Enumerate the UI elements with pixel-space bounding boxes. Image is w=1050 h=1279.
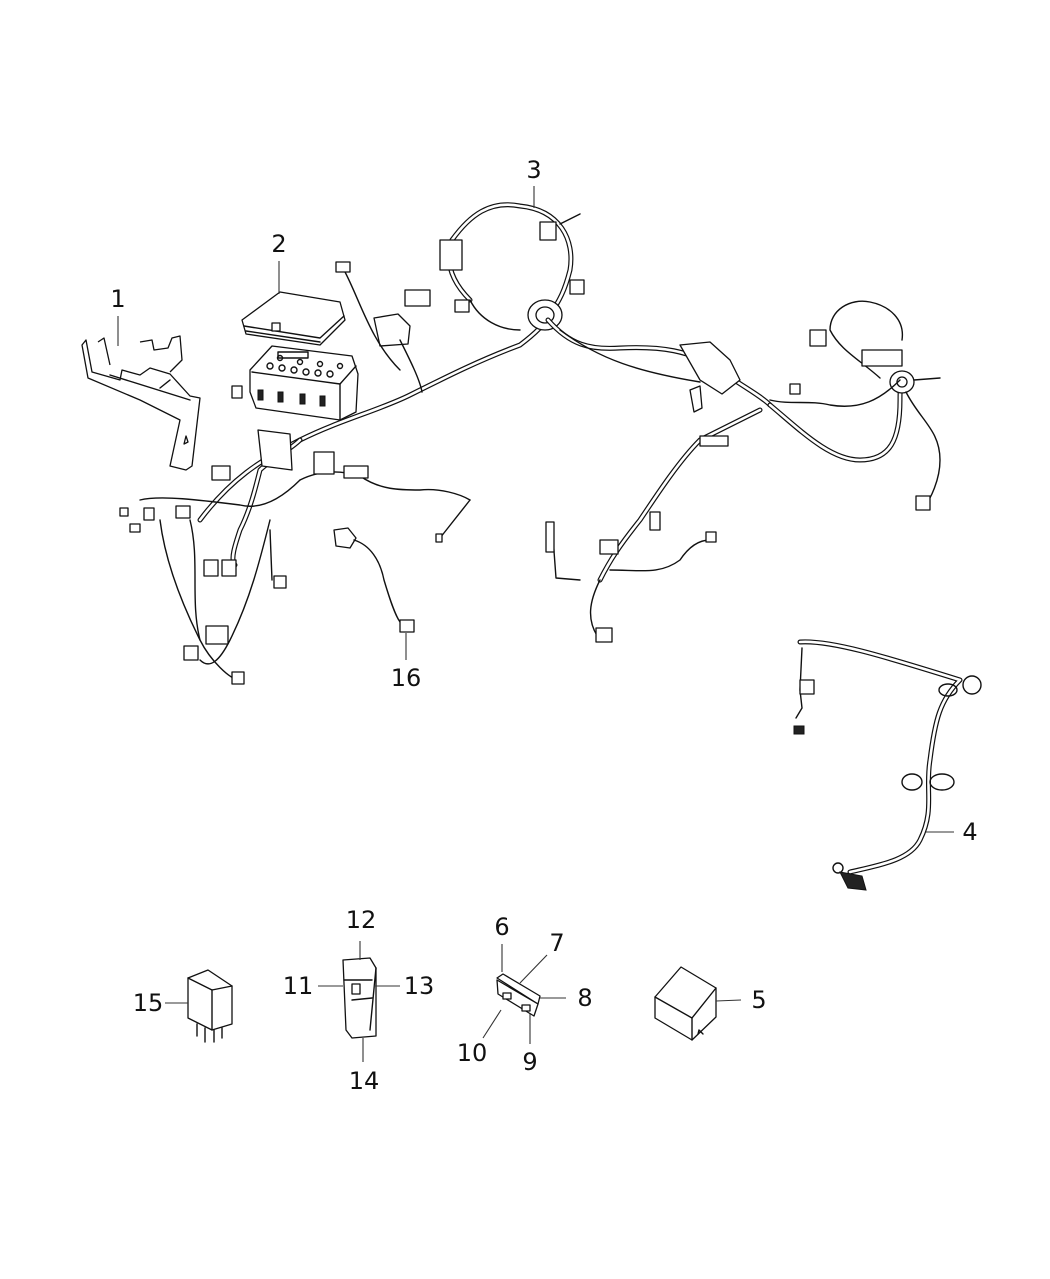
callout-8: 8: [577, 984, 593, 1012]
cartridge-fuse-part: [342, 957, 377, 1039]
leader-line-10: [482, 1009, 502, 1039]
leader-line-7: [519, 954, 548, 984]
fuse-box-cover-part: [241, 291, 346, 346]
callout-11: 11: [282, 972, 314, 1000]
callout-2: 2: [271, 230, 287, 258]
callout-7: 7: [549, 929, 565, 957]
main-harness-part: [119, 202, 941, 685]
callout-15: 15: [132, 989, 164, 1017]
leader-line-5: [715, 999, 742, 1002]
callout-12: 12: [345, 906, 377, 934]
relay-part: [654, 966, 717, 1041]
blade-fuse-part: [496, 973, 541, 1017]
callout-6: 6: [494, 913, 510, 941]
callout-3: 3: [526, 156, 542, 184]
callout-4: 4: [962, 818, 978, 846]
callout-1: 1: [110, 285, 126, 313]
callout-13: 13: [403, 972, 435, 1000]
callout-16: 16: [390, 664, 422, 692]
jumper-wiring-part: [333, 527, 415, 633]
bracket-part: [81, 335, 201, 471]
fuse-box-body: [231, 345, 359, 421]
callout-14: 14: [348, 1067, 380, 1095]
callout-5: 5: [751, 986, 767, 1014]
callout-10: 10: [456, 1039, 488, 1067]
callout-9: 9: [522, 1048, 538, 1076]
secondary-harness-part: [793, 639, 982, 891]
micro-relay-part: [187, 969, 233, 1043]
